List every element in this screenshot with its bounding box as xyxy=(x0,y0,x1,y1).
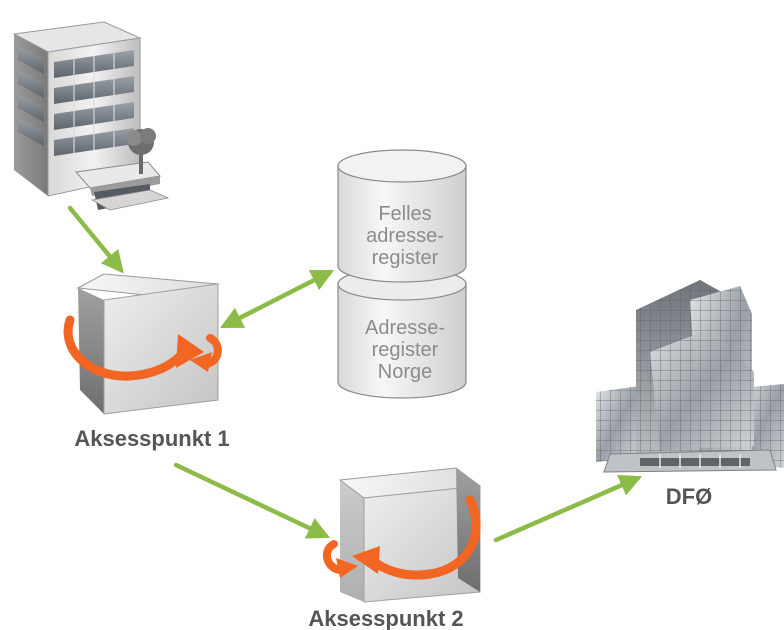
database-bottom-line-2: register xyxy=(372,339,439,361)
database-top-line-1: Felles xyxy=(378,203,431,225)
access-point-2-label: Aksesspunkt 2 xyxy=(308,606,463,630)
database-bottom-line-3: Norge xyxy=(378,361,432,383)
database-bottom-line-1: Adresse- xyxy=(365,317,445,339)
access-point-1-icon xyxy=(63,273,222,415)
arrow-access-point-1-database xyxy=(219,269,335,329)
dfo-label: DFØ xyxy=(666,484,712,509)
arrow-access-point-1-to-access-point-2 xyxy=(173,462,331,539)
office-building-icon xyxy=(12,21,170,211)
arrow-company-to-access-point-1 xyxy=(67,205,124,274)
arrow-access-point-2-to-dfo xyxy=(493,474,643,543)
database-top-line-2: adresse- xyxy=(366,225,444,247)
access-point-1-label: Aksesspunkt 1 xyxy=(74,426,229,451)
database-icon: Felles adresse- register Adresse- regist… xyxy=(337,149,467,399)
dfo-building-icon xyxy=(596,280,784,473)
database-top-line-3: register xyxy=(372,247,439,269)
access-point-2-icon xyxy=(322,467,482,603)
